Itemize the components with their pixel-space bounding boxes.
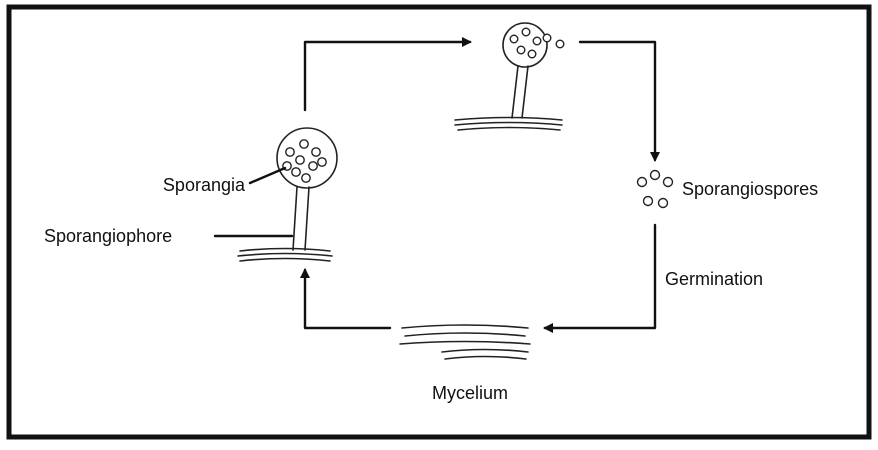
spore [542, 33, 552, 43]
spore [527, 49, 537, 59]
arrow-to-sporangiophore [300, 268, 392, 330]
label-sporangia: Sporangia [163, 175, 246, 195]
sporangium-head [276, 127, 338, 189]
arrow-to-mature-sporangium [303, 37, 472, 112]
spore [299, 139, 309, 149]
spore [311, 147, 321, 157]
spore [291, 167, 301, 177]
spore [516, 45, 526, 55]
spore [295, 155, 305, 165]
hyphae-base-left [237, 247, 333, 262]
arrow-to-sporangiospores [578, 40, 660, 162]
sporangium-top [454, 22, 565, 131]
spore [636, 176, 648, 188]
arrow-to-mycelium [543, 223, 657, 333]
spore [555, 39, 565, 49]
spore [317, 157, 327, 167]
sporangium-left [237, 127, 338, 262]
spore [662, 176, 674, 188]
spore [285, 147, 295, 157]
leader-line-sporangia [248, 166, 287, 185]
sporangiospores-cluster [636, 169, 674, 209]
spore [521, 27, 531, 37]
spore [308, 161, 318, 171]
cycle-arrows [300, 37, 660, 333]
spore [301, 173, 311, 183]
label-mycelium: Mycelium [432, 383, 508, 403]
sporangiophore-stalk [511, 65, 529, 119]
spore [509, 34, 519, 44]
spore [532, 36, 542, 46]
sporangium-head [502, 22, 548, 68]
diagram-frame [6, 4, 872, 440]
spore [657, 197, 669, 209]
spore [649, 169, 661, 181]
spore [642, 195, 654, 207]
sporangiophore-stalk [292, 186, 310, 251]
mycelium-hyphae [399, 324, 531, 360]
label-sporangiospores: Sporangiospores [682, 179, 818, 199]
label-sporangiophore: Sporangiophore [44, 226, 172, 246]
label-germination: Germination [665, 269, 763, 289]
hyphae-base-top [454, 116, 563, 131]
